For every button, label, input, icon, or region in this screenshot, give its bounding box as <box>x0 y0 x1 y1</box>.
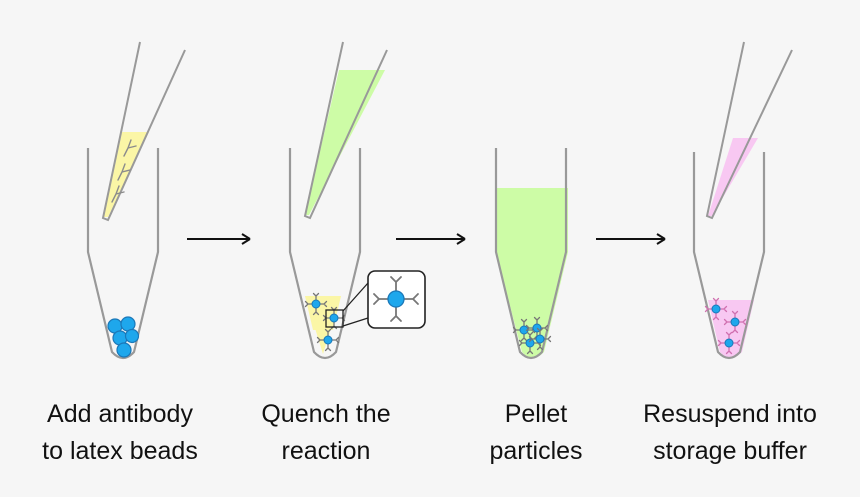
antibody-icon <box>111 139 137 203</box>
step-2-caption-line-2: reaction <box>281 437 371 465</box>
step-1-tube <box>86 148 160 360</box>
step-4-pipette <box>705 41 793 220</box>
step-4-caption-line-1: Resuspend into <box>643 400 817 428</box>
step-1-caption-line-1: Add antibody <box>47 400 193 428</box>
step-3-caption: Pellet particles <box>426 396 646 470</box>
arrow-1 <box>187 233 251 245</box>
step-3-tube <box>494 148 568 360</box>
step-2-pipette <box>303 41 388 220</box>
step-1-pipette <box>101 41 186 222</box>
arrow-3 <box>596 233 666 245</box>
step-3-caption-line-2: particles <box>489 437 583 465</box>
step-2-caption: Quench the reaction <box>216 396 436 470</box>
step-1-caption: Add antibody to latex beads <box>10 396 230 470</box>
antibody-bead-conjugate-icon <box>373 276 419 322</box>
workflow-diagram <box>86 41 793 360</box>
step-1-caption-line-2: to latex beads <box>42 437 198 465</box>
step-4-caption-line-2: storage buffer <box>653 437 807 465</box>
step-1-beads <box>107 316 140 358</box>
zoom-inset <box>325 270 426 329</box>
step-3-caption-line-1: Pellet <box>504 400 568 428</box>
step-4-caption: Resuspend into storage buffer <box>620 396 840 470</box>
arrow-2 <box>396 233 466 245</box>
step-2-caption-line-1: Quench the <box>261 400 391 428</box>
step-4-tube <box>692 152 766 360</box>
